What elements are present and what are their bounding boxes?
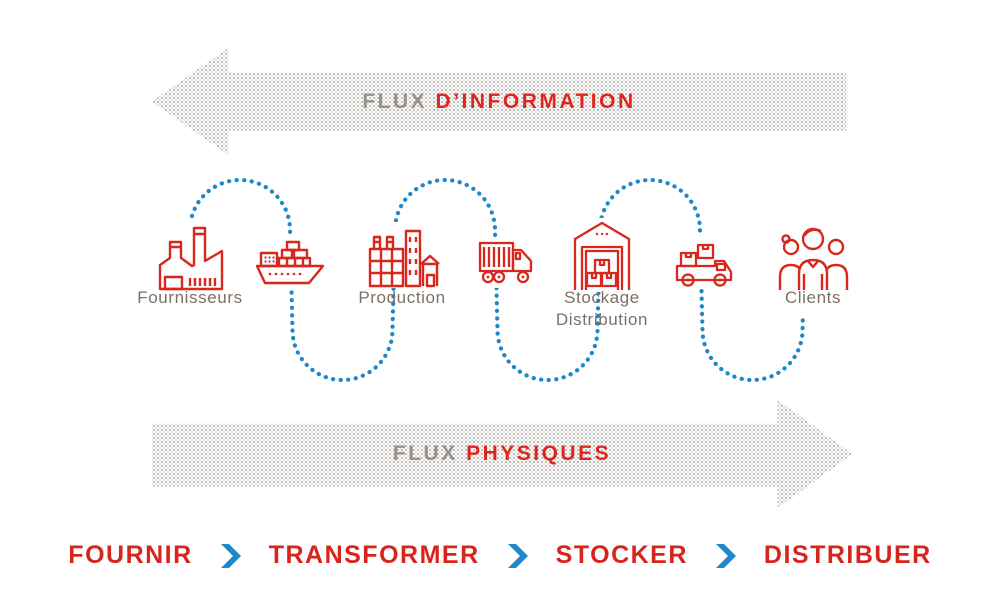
chevron-right-icon (715, 543, 736, 568)
physical-flow-prefix: FLUX (392, 442, 458, 465)
information-flow-prefix: FLUX (362, 89, 428, 113)
chevron-right-icon (507, 543, 528, 568)
step-distribuer: DISTRIBUER (763, 541, 932, 569)
warehouse-icon (571, 218, 633, 292)
truck-icon (478, 238, 534, 288)
cargo-ship-icon (254, 236, 326, 288)
delivery-van-icon (674, 236, 734, 288)
customers-icon (776, 224, 850, 290)
production-plant-icon (366, 222, 441, 288)
step-stocker: STOCKER (555, 541, 688, 569)
physical-flow-highlight: PHYSIQUES (466, 442, 612, 465)
information-flow-highlight: D’INFORMATION (435, 89, 636, 113)
chevron-right-icon (220, 543, 241, 568)
station-label-clients: Clients (784, 288, 842, 307)
step-fournir: FOURNIR (68, 541, 193, 569)
factory-icon (156, 220, 226, 292)
step-transformer: TRANSFORMER (268, 541, 480, 569)
station-label-stockage-distribution: Stockage Distribution (555, 288, 649, 329)
process-steps: FOURNIR TRANSFORMER STOCKER DISTRIBUER (0, 541, 1000, 570)
physical-flow-title: FLUX PHYSIQUES (393, 442, 611, 466)
information-flow-title: FLUX D’INFORMATION (362, 90, 635, 114)
station-label-production: Production (358, 288, 446, 307)
station-label-fournisseurs: Fournisseurs (137, 288, 243, 307)
